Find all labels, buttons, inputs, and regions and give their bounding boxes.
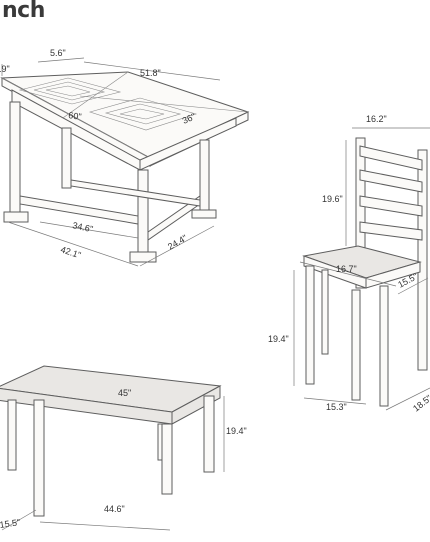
dim-chair-seat-width: 16.7" <box>336 264 357 274</box>
dining-chair <box>302 137 428 407</box>
dim-chair-back-width: 16.2" <box>366 114 387 124</box>
dining-table <box>0 71 250 263</box>
bench-dimensions <box>1 396 225 531</box>
dim-table-overhang: 5.6" <box>50 48 66 58</box>
dim-bench-depth: 15.5" <box>0 517 21 530</box>
dim-bench-base-length: 44.6" <box>104 504 125 514</box>
dim-table-inner-length: 51.8" <box>140 68 161 78</box>
dim-bench-height: 19.4" <box>226 426 247 436</box>
dim-chair-seat-height: 19.4" <box>268 334 289 344</box>
dim-table-stretcher: 34.6" <box>72 220 94 234</box>
table-dimensions <box>1 57 221 267</box>
page-title: nch <box>2 0 45 23</box>
dim-chair-back-height: 19.6" <box>322 194 343 204</box>
dim-table-base-width: 24.4" <box>166 233 189 252</box>
dim-table-width: 36" <box>181 111 197 126</box>
dim-table-height-top: 7.9" <box>0 64 10 74</box>
dim-chair-base-width: 15.3" <box>326 402 347 412</box>
dim-table-base-length: 42.1" <box>59 244 82 260</box>
dim-bench-length: 45" <box>118 388 131 398</box>
bench <box>0 365 222 517</box>
chair-dimensions <box>293 127 430 411</box>
dim-table-length: 60" <box>68 110 82 122</box>
